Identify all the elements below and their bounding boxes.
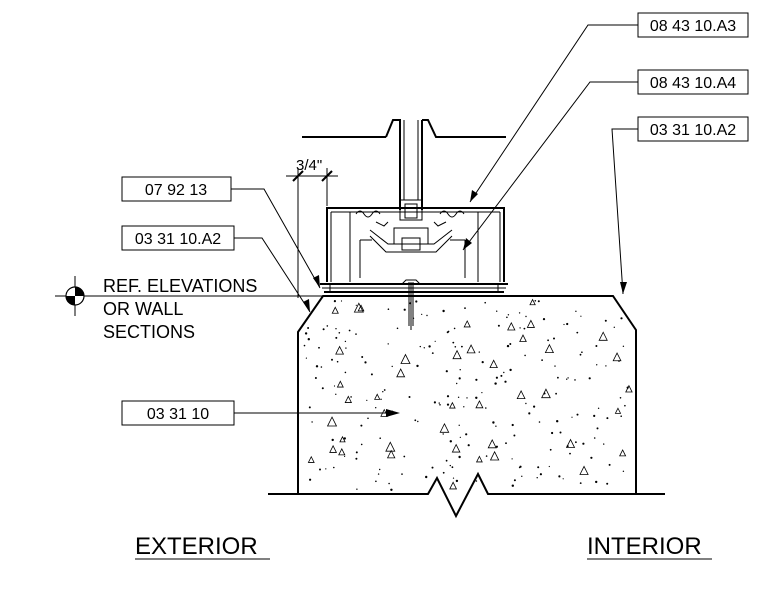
- ref-note-line-1: REF. ELEVATIONS: [103, 276, 257, 296]
- caption-exterior: EXTERIOR: [135, 533, 270, 560]
- leader-lines: [231, 24, 638, 417]
- keynote-tag-1: 08 43 10.A3: [637, 12, 749, 38]
- keynote-tag-6: 03 31 10: [121, 400, 235, 426]
- keynote-tag-5-text: 03 31 10.A2: [135, 231, 221, 248]
- caption-interior: INTERIOR: [587, 533, 712, 560]
- elevation-reference: REF. ELEVATIONS OR WALL SECTIONS: [55, 276, 323, 342]
- keynote-tag-2: 08 43 10.A4: [637, 69, 749, 95]
- keynote-tag-3-text: 03 31 10.A2: [650, 122, 736, 139]
- keynote-tag-1-text: 08 43 10.A3: [650, 18, 736, 35]
- keynote-tag-5: 03 31 10.A2: [121, 225, 235, 251]
- keynote-tag-3: 03 31 10.A2: [637, 116, 749, 142]
- concrete-aggregate-hatch: [303, 298, 633, 491]
- window-frame: [302, 119, 508, 330]
- caption-interior-text: INTERIOR: [587, 533, 702, 560]
- caption-exterior-text: EXTERIOR: [135, 533, 258, 560]
- keynote-tag-4: 07 92 13: [121, 176, 232, 202]
- ref-note-line-3: SECTIONS: [103, 322, 195, 342]
- keynote-tag-6-text: 03 31 10: [147, 406, 209, 423]
- dimension-label: 3/4": [296, 157, 322, 174]
- keynote-tag-4-text: 07 92 13: [145, 182, 207, 199]
- ref-note-line-2: OR WALL: [103, 299, 183, 319]
- keynote-tag-2-text: 08 43 10.A4: [650, 75, 736, 92]
- concrete-curb: [268, 295, 665, 519]
- dimension-3-4: 3/4": [286, 157, 338, 298]
